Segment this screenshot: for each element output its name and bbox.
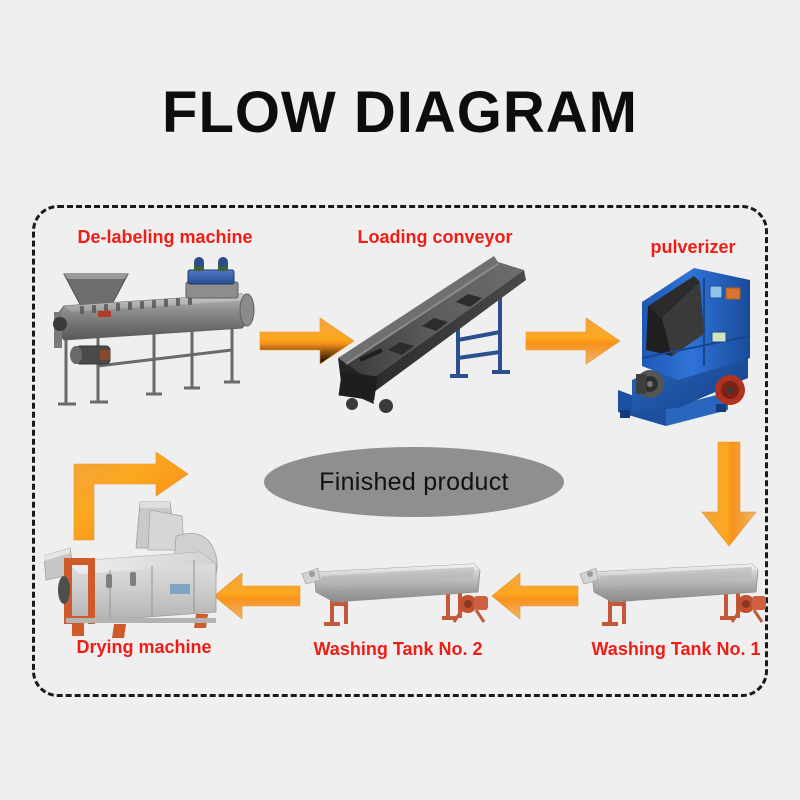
node-label-washing-tank-no-1: Washing Tank No. 1 bbox=[591, 639, 761, 659]
loading-conveyor-image bbox=[330, 254, 540, 424]
arrow-washing-tank-2-to-drying bbox=[212, 568, 302, 629]
node-washing-tank-no-2[interactable]: Washing Tank No. 2 bbox=[298, 548, 498, 668]
node-label-drying-machine: Drying machine bbox=[76, 637, 212, 657]
finished-product-label: Finished product bbox=[319, 467, 509, 496]
node-label-washing-tank-no-2: Washing Tank No. 2 bbox=[313, 639, 483, 659]
node-label-de-labeling-machine: De-labeling machine bbox=[77, 227, 253, 247]
washing-tank-image bbox=[576, 548, 776, 643]
node-label-pulverizer: pulverizer bbox=[650, 237, 736, 257]
arrow-conveyor-to-pulverizer bbox=[524, 312, 624, 375]
finished-product-node[interactable]: Finished product bbox=[264, 447, 564, 517]
node-loading-conveyor[interactable]: Loading conveyor bbox=[330, 228, 540, 423]
de-labeling-machine-image bbox=[36, 254, 294, 419]
pulverizer-image bbox=[608, 262, 778, 437]
arrow-drying-to-finished-product bbox=[64, 451, 194, 547]
node-washing-tank-no-1[interactable]: Washing Tank No. 1 bbox=[576, 548, 776, 668]
drying-machine-image bbox=[43, 500, 244, 645]
node-de-labeling-machine[interactable]: De-labeling machine bbox=[36, 228, 294, 418]
node-pulverizer[interactable]: pulverizer bbox=[608, 238, 778, 433]
diagram-dashed-frame bbox=[32, 205, 768, 697]
arrow-pulverizer-to-washing-tank-1 bbox=[694, 440, 764, 555]
node-drying-machine[interactable]: Drying machine bbox=[43, 500, 244, 670]
washing-tank-image bbox=[298, 548, 498, 643]
node-label-loading-conveyor: Loading conveyor bbox=[357, 227, 513, 247]
arrow-washing-tank-1-to-2 bbox=[490, 568, 580, 629]
arrow-de-labeling-to-conveyor bbox=[258, 312, 358, 375]
page-title: FLOW DIAGRAM bbox=[162, 80, 638, 145]
